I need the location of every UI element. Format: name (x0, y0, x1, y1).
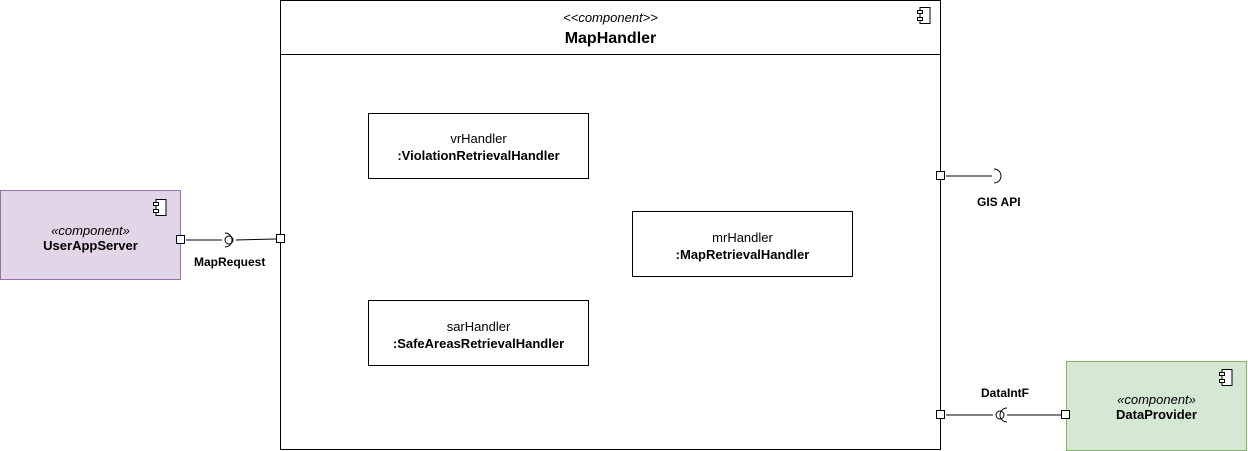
sar-handler-part[interactable]: sarHandler :SafeAreasRetrievalHandler (368, 300, 589, 366)
dataprovider-stereotype: «component» (1117, 392, 1196, 407)
mr-type-name: :MapRetrievalHandler (675, 247, 810, 262)
maphandler-stereotype: <<component>> (563, 10, 658, 25)
maphandler-gis-port[interactable] (936, 171, 945, 180)
sar-handler-label: sarHandler :SafeAreasRetrievalHandler (369, 318, 588, 352)
userappserver-name: UserAppServer (43, 238, 138, 253)
userappserver-port[interactable] (176, 235, 185, 244)
maphandler-title: MapHandler (564, 30, 657, 47)
vr-instance-name: vrHandler (450, 131, 507, 146)
gis-api-label: GIS API (977, 195, 1021, 209)
interface-symbols (224, 168, 1008, 423)
header-divider (281, 54, 940, 55)
userappserver-component[interactable]: «component» UserAppServer (0, 190, 181, 280)
component-icon (1219, 369, 1233, 386)
map-request-label: MapRequest (194, 255, 266, 269)
mr-instance-name: mrHandler (712, 230, 773, 245)
external-lines (186, 175, 1061, 416)
vr-type-name: :ViolationRetrievalHandler (397, 148, 560, 163)
sar-instance-name: sarHandler (446, 319, 511, 334)
maphandler-left-port[interactable] (276, 234, 285, 243)
userappserver-stereotype: «component» (51, 223, 130, 238)
dataprovider-port[interactable] (1061, 410, 1070, 419)
dataprovider-component[interactable]: «component» DataProvider (1066, 361, 1247, 451)
component-icon (153, 199, 167, 216)
vr-handler-label: vrHandler :ViolationRetrievalHandler (369, 130, 588, 164)
vr-handler-part[interactable]: vrHandler :ViolationRetrievalHandler (368, 113, 589, 179)
component-icon (917, 7, 931, 24)
mr-handler-label: mrHandler :MapRetrievalHandler (633, 229, 852, 263)
dataprovider-name: DataProvider (1116, 407, 1197, 422)
sar-type-name: :SafeAreasRetrievalHandler (392, 336, 565, 351)
maphandler-data-port[interactable] (936, 410, 945, 419)
data-intf-label: DataIntF (981, 386, 1029, 400)
mr-handler-part[interactable]: mrHandler :MapRetrievalHandler (632, 211, 853, 277)
